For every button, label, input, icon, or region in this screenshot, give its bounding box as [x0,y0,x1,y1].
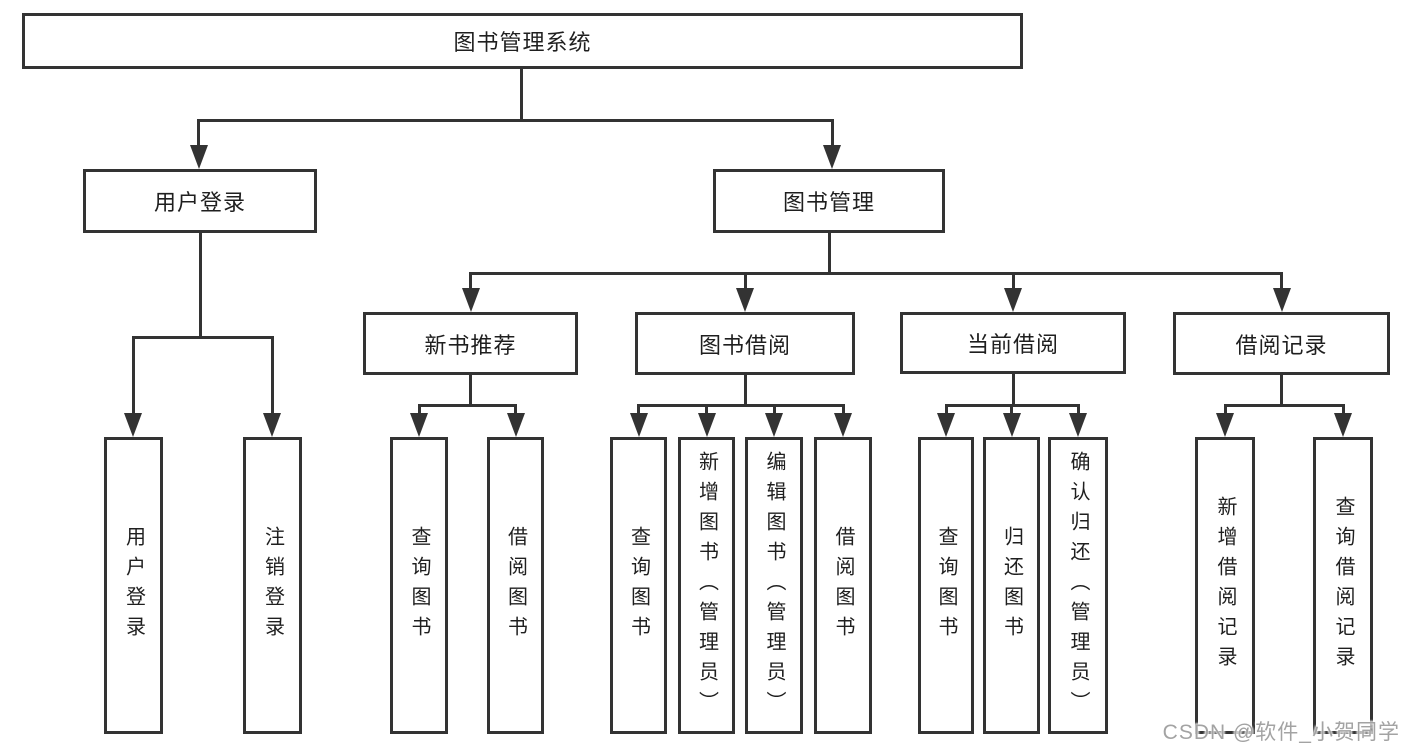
connector-vline [841,404,845,416]
leaf-label: 归还图书 [1000,525,1023,646]
node-book-management: 图书管理 [713,169,945,233]
connector-vline [705,404,708,416]
leaf-confirm-return-admin: 确认归还（管理员） [1048,437,1108,734]
leaf-return-books: 归还图书 [983,437,1040,734]
connector-vline [1280,374,1283,407]
connector-hline [637,404,844,407]
connector-hline [131,336,274,339]
connector-hline [469,272,1283,275]
connector-vline [1076,404,1080,416]
connector-vline [198,232,202,338]
leaf-label: 查询图书 [935,525,957,646]
leaf-label: 查询借阅记录 [1332,495,1354,676]
connector-vline [944,404,948,416]
connector-vline [743,272,747,290]
connector-vline [197,119,200,147]
leaf-edit-books-admin: 编辑图书（管理员） [745,437,803,734]
node-label: 当前借阅 [966,332,1059,357]
arrowhead-down-icon [410,413,428,437]
leaf-query-books-current: 查询图书 [918,437,974,734]
arrowhead-down-icon [937,413,955,437]
connector-vline [514,404,517,416]
connector-hline [1223,404,1345,407]
connector-vline [131,336,135,415]
connector-vline [469,374,472,407]
leaf-label: 查询图书 [408,525,430,646]
leaf-label: 新增图书（管理员） [695,450,718,721]
leaf-borrow-books: 借阅图书 [814,437,872,734]
leaf-query-books-recommend: 查询图书 [390,437,448,734]
leaf-user-login: 用户登录 [104,437,163,734]
arrowhead-down-icon [189,145,208,169]
connector-vline [1280,272,1283,290]
connector-vline [1223,404,1227,416]
node-label: 图书借阅 [698,332,791,358]
arrowhead-down-icon [1216,413,1234,437]
connector-vline [469,272,472,290]
connector-vline [1011,374,1015,407]
leaf-borrow-books-recommend: 借阅图书 [487,437,544,734]
connector-vline [520,69,523,119]
arrowhead-down-icon [461,288,480,312]
node-label: 新书推荐 [424,332,517,358]
connector-vline [827,232,831,275]
leaf-query-books-borrow: 查询图书 [610,437,667,734]
node-label: 图书管理 [782,190,875,215]
node-label: 借阅记录 [1235,332,1328,358]
arrowhead-down-icon [834,413,852,437]
leaf-add-books-admin: 新增图书（管理员） [678,437,735,734]
arrowhead-down-icon [765,413,783,437]
node-user-login: 用户登录 [83,169,317,233]
arrowhead-down-icon [697,413,716,437]
connector-vline [1341,404,1345,416]
leaf-label: 借阅图书 [832,525,854,646]
arrowhead-down-icon [1334,413,1352,437]
node-label: 用户登录 [153,190,246,215]
arrowhead-down-icon [263,413,281,437]
leaf-logout: 注销登录 [243,437,302,734]
connector-vline [1010,404,1013,416]
connector-vline [637,404,640,416]
node-borrowing-records: 借阅记录 [1173,312,1390,375]
arrowhead-down-icon [1004,288,1022,312]
arrowhead-down-icon [1272,288,1291,312]
leaf-label: 借阅图书 [504,525,527,646]
node-new-book-recommendation: 新书推荐 [363,312,578,375]
leaf-label: 用户登录 [122,525,145,646]
connector-vline [417,404,421,416]
node-library-management-system: 图书管理系统 [22,13,1023,69]
connector-hline [417,404,517,407]
arrowhead-down-icon [823,145,841,169]
arrowhead-down-icon [1069,413,1087,437]
connector-vline [1011,272,1015,290]
node-book-borrowing: 图书借阅 [635,312,855,375]
leaf-add-borrow-record: 新增借阅记录 [1195,437,1255,734]
connector-vline [830,119,834,147]
connector-hline [197,119,833,122]
arrowhead-down-icon [506,413,525,437]
arrowhead-down-icon [736,288,754,312]
arrowhead-down-icon [629,413,648,437]
leaf-label: 查询图书 [627,525,650,646]
leaf-label: 新增借阅记录 [1214,495,1236,676]
arrowhead-down-icon [1002,413,1021,437]
csdn-watermark: CSDN @软件_小贺同学 [1162,721,1400,744]
node-label: 图书管理系统 [453,30,592,55]
connector-vline [772,404,776,416]
leaf-query-borrow-record: 查询借阅记录 [1313,437,1373,734]
leaf-label: 确认归还（管理员） [1067,450,1089,721]
leaf-label: 注销登录 [261,525,284,646]
connector-vline [270,336,274,415]
node-current-borrowing: 当前借阅 [900,312,1126,374]
arrowhead-down-icon [124,413,142,437]
leaf-label: 编辑图书（管理员） [763,450,785,721]
connector-vline [743,374,747,407]
